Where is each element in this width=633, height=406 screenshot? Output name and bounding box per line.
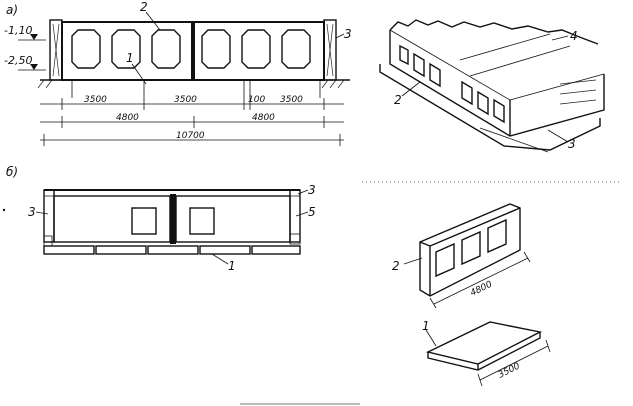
stray-mark — [2, 208, 6, 212]
iso-callout-2: 2 — [394, 81, 421, 107]
b-callout-1: 1 — [211, 253, 236, 273]
iso-dim-4800: 4800 — [469, 280, 494, 299]
level-top-label: -1,10 — [4, 24, 32, 37]
level-mark-top: -1,10 — [4, 24, 46, 41]
panel-b-elevation: б) 3 3 — [6, 165, 316, 273]
dimension-row-1: 3500 3500 100 3500 — [40, 95, 344, 110]
level-mark-bottom: -2,50 — [4, 54, 46, 71]
dim-3500-b: 3500 — [174, 95, 197, 105]
b-callout-5-label: 5 — [308, 205, 316, 219]
column-left — [49, 19, 63, 81]
b-callout-3-right-label: 3 — [308, 183, 316, 197]
iso-callout-4-label: 4 — [570, 29, 578, 43]
dim-100: 100 — [248, 95, 265, 105]
panel-a-isometric: 4 2 3 — [379, 19, 605, 153]
callout-3-label: 3 — [344, 27, 352, 41]
panel-b-label: б) — [6, 165, 18, 179]
callout-2-label: 2 — [140, 0, 148, 14]
iso-callout-2-label: 2 — [394, 93, 402, 107]
callout-1-label: 1 — [126, 51, 134, 65]
panel-a-elevation: а) -1,10 -2,50 — [4, 0, 352, 146]
b-callout-3-right: 3 — [297, 183, 316, 197]
column-right — [323, 19, 337, 81]
iso-dim-3500: 3500 — [497, 361, 522, 380]
iso-b-callout-1: 1 — [422, 319, 437, 347]
dim-3500-c: 3500 — [280, 95, 303, 105]
b-callout-5: 5 — [295, 205, 316, 219]
dim-4800-a: 4800 — [116, 113, 139, 123]
wall-panel-1 — [61, 21, 193, 81]
iso-callout-3-label: 3 — [568, 137, 576, 151]
b-callout-3-left: 3 — [28, 205, 49, 219]
callout-3: 3 — [335, 27, 352, 41]
iso-b-callout-2-label: 2 — [392, 259, 400, 273]
foundation-slabs — [43, 245, 301, 255]
iso-slab: 3500 — [425, 321, 551, 387]
b-callout-3-left-label: 3 — [28, 205, 36, 219]
dimension-total: 10700 — [40, 131, 344, 146]
wall-panel-2 — [193, 21, 325, 81]
iso-b-callout-1-label: 1 — [422, 319, 430, 333]
dim-3500-a: 3500 — [84, 95, 107, 105]
dim-10700: 10700 — [176, 131, 205, 141]
level-bottom-label: -2,50 — [4, 54, 32, 67]
callout-2: 2 — [140, 0, 161, 31]
ground-line — [37, 79, 350, 89]
callout-1: 1 — [126, 51, 147, 85]
panel-a-label: а) — [6, 3, 18, 17]
dim-4800-b: 4800 — [252, 113, 275, 123]
foundation-beams — [71, 80, 321, 98]
b-callout-1-label: 1 — [228, 259, 236, 273]
panel-b-isometric: 4800 3500 2 1 — [392, 203, 551, 387]
dimension-row-2: 4800 4800 — [40, 113, 344, 128]
iso-b-callout-2: 2 — [392, 257, 423, 273]
iso-callout-3: 3 — [547, 129, 576, 151]
iso-wall-panel: 4800 — [419, 203, 531, 309]
iso-callout-4: 4 — [551, 29, 578, 43]
